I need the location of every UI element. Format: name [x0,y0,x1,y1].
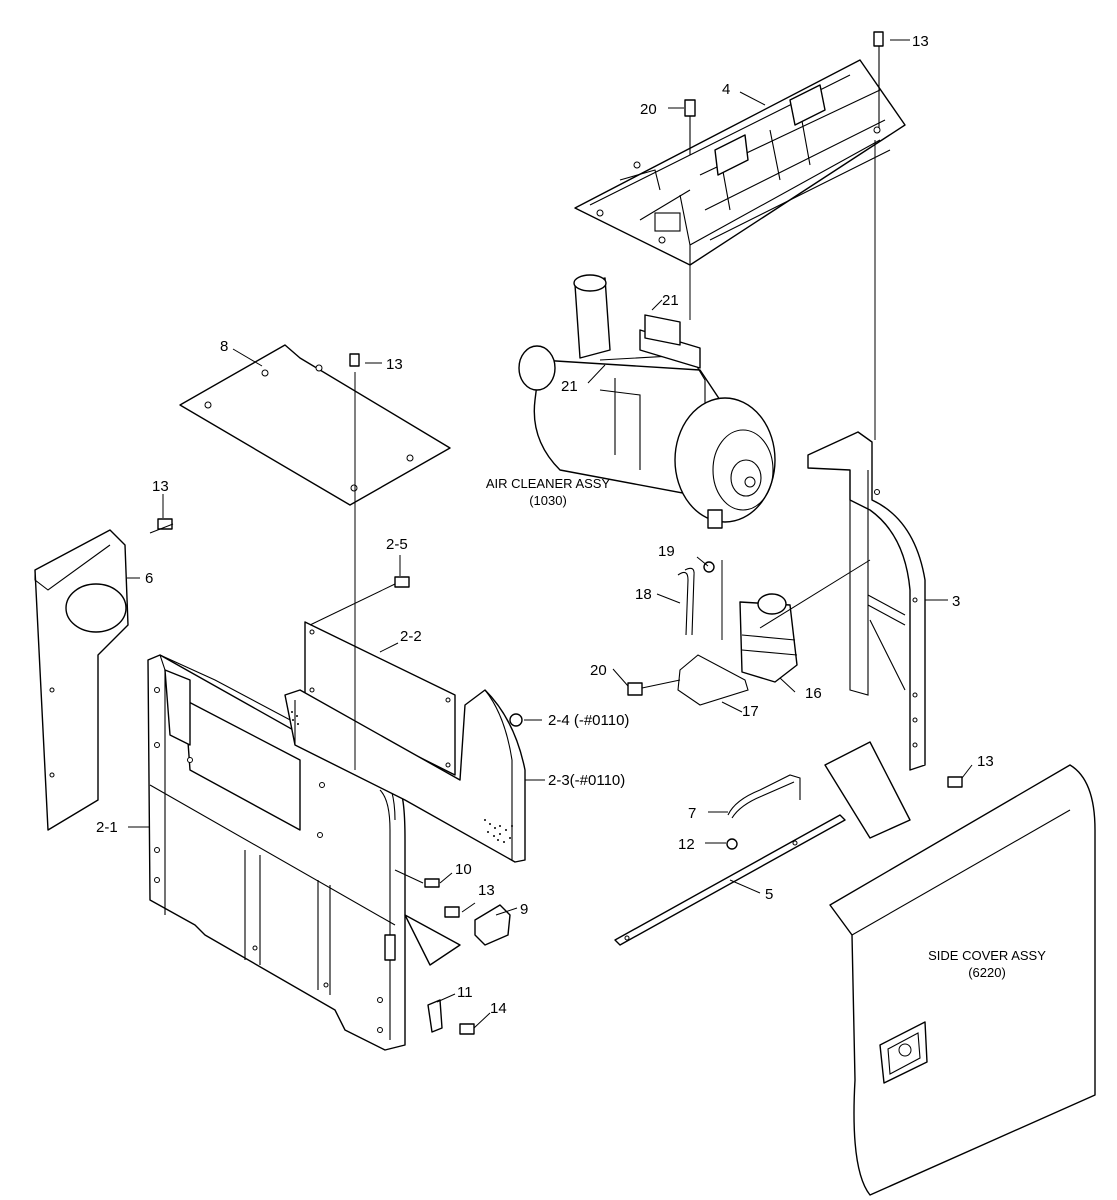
callout-16: 16 [805,685,822,702]
side-cover-assy-label: SIDE COVER ASSY [928,948,1046,963]
callout-2-3: 2-3(-#0110) [548,772,625,789]
callout-7: 7 [688,805,696,822]
part-2-1-frame-panel [147,654,406,1051]
callout-6: 6 [145,570,153,587]
callout-10: 10 [455,861,472,878]
callout-5: 5 [765,886,773,903]
callout-8: 8 [220,338,228,355]
callout-14: 14 [490,1000,507,1017]
bolt-20-mid [627,682,643,696]
small-shim-plate [404,741,911,966]
leader-lines [127,39,973,1029]
callout-20-mid: 20 [590,662,607,679]
air-cleaner-assy-ref: (1030) [529,493,567,508]
bolt-20-top [684,99,696,155]
nut-12 [726,838,738,850]
callout-12: 12 [678,836,695,853]
part-17-tank-band [677,654,749,706]
side-cover-assy-ref: (6220) [968,965,1006,980]
callout-13-top: 13 [912,33,929,50]
part-18-hose [677,567,695,636]
air-cleaner-assembly [518,274,776,529]
callout-13-plate: 13 [386,356,403,373]
part-9-bracket [474,904,511,946]
callout-13-bottom: 13 [478,882,495,899]
part-7-rod [727,774,801,819]
callout-13-right: 13 [977,753,994,770]
callout-18: 18 [635,586,652,603]
callout-20-top: 20 [640,101,657,118]
part-2-2-plate [304,621,456,776]
callout-2-4: 2-4 (-#0110) [548,712,629,729]
bolt-2-5 [394,576,410,588]
part-8-cover-plate [179,344,451,506]
part-6-side-bracket [34,529,129,831]
part-16-reserve-tank [739,593,798,683]
callout-2-5: 2-5 [386,536,408,553]
bolt-10 [424,878,440,888]
callout-labels: 13 4 20 21 21 8 13 13 6 2-5 2-2 2-4 (-#0… [96,33,994,1017]
callout-2-1: 2-1 [96,819,118,836]
callout-2-2: 2-2 [400,628,422,645]
bolt-14 [459,1023,475,1035]
part-2-3-rear-panel [284,689,526,863]
assembly-labels: AIR CLEANER ASSY (1030) SIDE COVER ASSY … [486,476,1046,980]
bolt-13-top [873,31,884,128]
callout-21-upper: 21 [662,292,679,309]
air-cleaner-assy-label: AIR CLEANER ASSY [486,476,611,491]
bolt-13-plate [349,353,360,367]
part-4-top-bracket [574,59,906,266]
nut-2-4 [509,713,523,727]
callout-13-left: 13 [152,478,169,495]
bolt-13-right [947,776,963,788]
callout-4: 4 [722,81,730,98]
callout-9: 9 [520,901,528,918]
bolt-13-bottom [444,906,460,918]
callout-11: 11 [457,984,473,1001]
callout-3: 3 [952,593,960,610]
part-11-clip [427,999,443,1033]
part-3-vertical-stay [807,431,926,771]
side-cover-assembly [829,764,1096,1196]
callout-17: 17 [742,703,759,720]
callout-19: 19 [658,543,675,560]
callout-21-lower: 21 [561,378,578,395]
